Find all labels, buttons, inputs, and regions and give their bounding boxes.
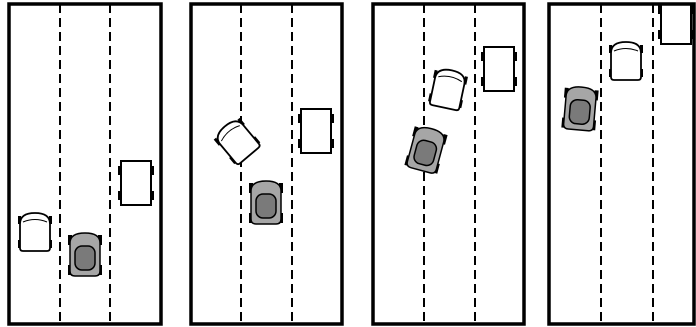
panel-2-road bbox=[191, 4, 342, 324]
white-car-icon bbox=[18, 213, 52, 251]
gray-car-icon bbox=[561, 86, 599, 132]
truck-icon bbox=[118, 161, 154, 205]
white-car-icon bbox=[609, 42, 643, 80]
truck-icon bbox=[658, 0, 694, 44]
road-surface bbox=[191, 4, 342, 324]
panel-4-road bbox=[549, 0, 694, 324]
gray-car-icon bbox=[68, 233, 102, 276]
gray-car-icon bbox=[249, 181, 283, 224]
panel-3-road bbox=[373, 4, 524, 324]
truck-icon bbox=[481, 47, 517, 91]
truck-icon bbox=[298, 109, 334, 153]
panel-1-road bbox=[9, 4, 161, 324]
